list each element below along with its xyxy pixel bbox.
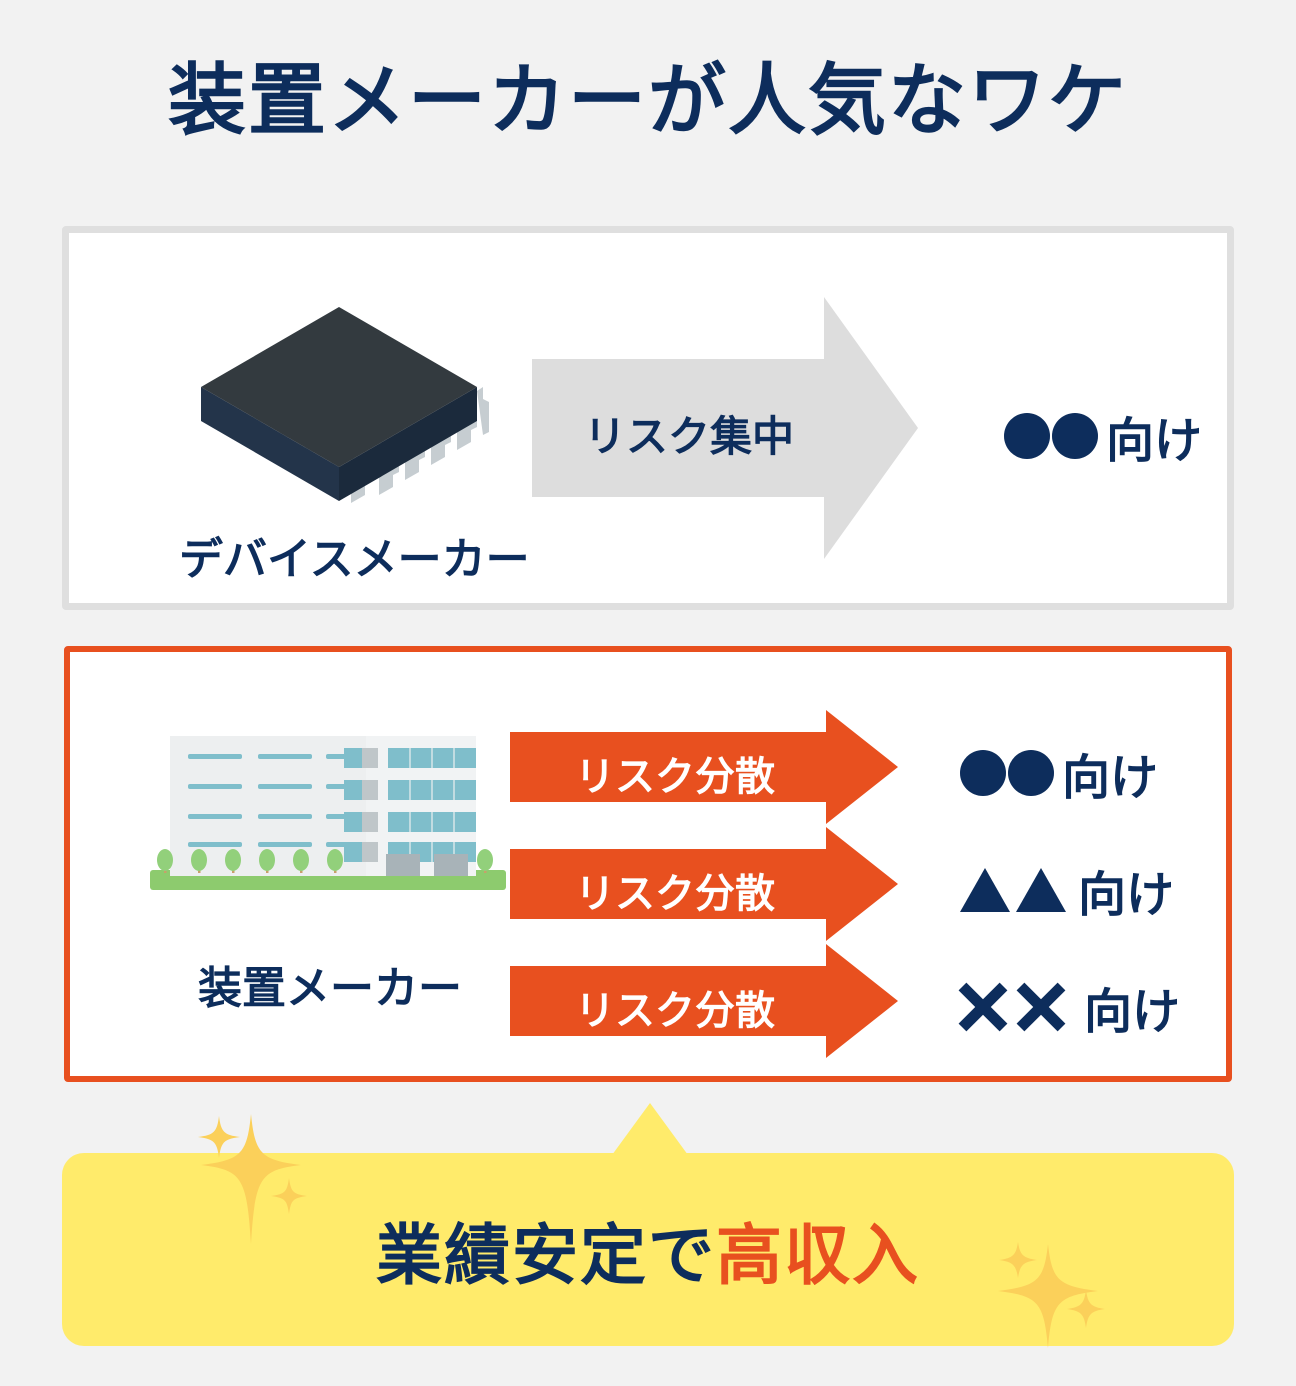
target-suffix-text: 向け bbox=[1106, 415, 1203, 468]
cross-symbol-group bbox=[960, 984, 1066, 1030]
circle-symbol-group bbox=[1004, 413, 1100, 459]
equipment-maker-panel: 装置メーカー リスク分散 向け リスク分散 向 bbox=[64, 646, 1232, 1082]
device-maker-panel: デバイスメーカー リスク集中 向け bbox=[62, 226, 1234, 610]
risk-concentration-arrow bbox=[524, 289, 924, 567]
circle-icon bbox=[1008, 750, 1054, 796]
risk-diversification-arrow bbox=[510, 825, 900, 943]
circle-icon bbox=[1004, 413, 1050, 459]
target-suffix-text: 向け bbox=[1078, 869, 1175, 922]
risk-diversification-label: リスク分散 bbox=[575, 872, 775, 916]
factory-building-icon bbox=[148, 722, 508, 902]
circle-icon bbox=[960, 750, 1006, 796]
conclusion-banner-text: 業績安定で高収入 bbox=[62, 1153, 1234, 1346]
page-title: 装置メーカーが人気なワケ bbox=[167, 56, 1128, 144]
equipment-target-label-2: 向け bbox=[960, 855, 1174, 925]
equipment-maker-label: 装置メーカー bbox=[198, 964, 462, 1013]
cross-icon bbox=[960, 984, 1006, 1030]
banner-text-orange: 高収入 bbox=[716, 1217, 920, 1292]
ic-chip-icon bbox=[189, 305, 489, 520]
risk-concentration-label: リスク集中 bbox=[583, 413, 794, 460]
risk-diversification-arrow bbox=[510, 942, 900, 1060]
circle-icon bbox=[1052, 413, 1098, 459]
triangle-icon bbox=[960, 868, 1010, 912]
device-target-label: 向け bbox=[1004, 401, 1202, 471]
triangle-icon bbox=[1016, 868, 1066, 912]
equipment-target-label-1: 向け bbox=[960, 738, 1158, 808]
target-suffix-text: 向け bbox=[1084, 986, 1181, 1039]
equipment-target-label-3: 向け bbox=[960, 972, 1180, 1042]
circle-symbol-group bbox=[960, 750, 1056, 796]
risk-diversification-label: リスク分散 bbox=[575, 989, 775, 1033]
banner-pointer bbox=[612, 1103, 688, 1155]
target-suffix-text: 向け bbox=[1062, 752, 1159, 805]
risk-diversification-arrow bbox=[510, 708, 900, 826]
device-maker-label: デバイスメーカー bbox=[179, 535, 530, 584]
triangle-symbol-group bbox=[960, 868, 1072, 912]
risk-diversification-label: リスク分散 bbox=[575, 755, 775, 799]
cross-icon bbox=[1018, 984, 1064, 1030]
banner-text-navy: 業績安定で bbox=[376, 1217, 716, 1292]
